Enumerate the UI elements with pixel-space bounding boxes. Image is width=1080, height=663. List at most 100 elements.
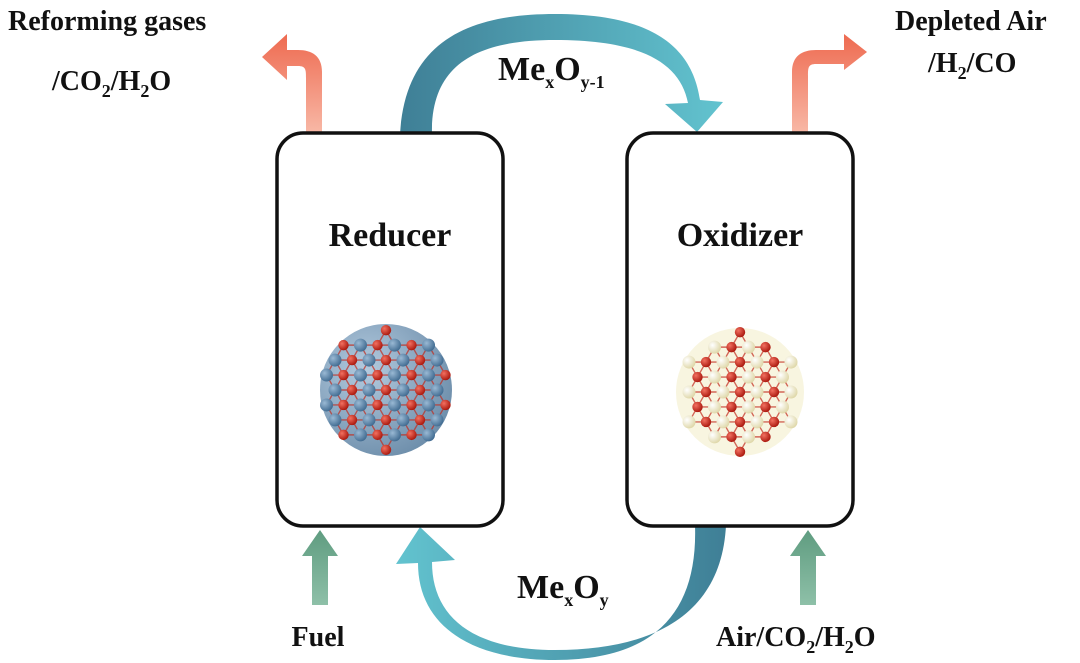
reducer-metal-atom [354,428,367,442]
oxidizer-metal-atom [750,385,764,399]
reducer-metal-atom [362,353,376,367]
reducer-metal-atom [354,368,367,382]
oxidizer-oxygen-atom [726,341,737,353]
reducer-metal-atom [362,413,376,427]
reducer-oxygen-atom [338,369,349,381]
oxidizer-oxygen-atom [700,386,712,398]
oxidizer-metal-atom [784,355,798,369]
oxidizer-metal-atom [716,355,730,369]
reducer-metal-atom [320,368,333,382]
reducer-metal-atom [362,383,376,397]
reducer-oxygen-atom [406,399,417,411]
oxidizer-oxygen-atom [768,356,780,368]
reducer-oxygen-atom [380,324,392,336]
reducer-metal-atom [422,428,435,442]
oxidizer-metal-atom [708,400,721,414]
oxidizer-oxygen-atom [734,356,746,368]
oxidizer-metal-atom [742,340,755,354]
oxidizer-metal-atom [776,370,789,384]
oxidizer-oxygen-atom [768,386,780,398]
oxidizer-oxygen-atom [760,401,771,413]
oxidizer-oxygen-atom [726,371,737,383]
oxidizer-metal-atom [708,370,721,384]
reducer-oxygen-atom [372,399,383,411]
oxidizer-oxygen-atom [700,356,712,368]
reducer-metal-atom [430,413,444,427]
reducer-metal-atom [422,338,435,352]
bottom-loop-arrow [396,525,726,660]
oxidizer-metal-atom [750,355,764,369]
oxidizer-outlet-species: /H2/CO [927,48,1016,83]
reducer-outlet-arrow [262,34,322,133]
reducer-metal-atom [422,398,435,412]
reducer-oxygen-atom [380,414,392,426]
fuel-label: Fuel [292,622,345,653]
oxidizer-inlet-species: Air/CO2/H2O [716,622,876,657]
oxidizer-oxygen-atom [760,371,771,383]
reducer-metal-atom [396,413,410,427]
reducer-metal-atom [354,338,367,352]
oxidizer-metal-atom [708,430,721,444]
oxidizer-oxygen-atom [734,326,746,338]
oxidizer-metal-atom [750,415,764,429]
reducer-oxygen-atom [414,384,426,396]
reducer-particle-cluster [320,324,452,456]
reducer-metal-atom [328,353,342,367]
fuel-inlet-arrow [302,530,338,605]
reducer-oxygen-atom [440,399,451,411]
oxidizer-metal-atom [742,370,755,384]
reducer-metal-atom [396,383,410,397]
oxidizer-metal-atom [784,385,798,399]
reducer-metal-atom [396,353,410,367]
oxidizer-metal-atom [742,430,755,444]
oxidizer-oxygen-atom [734,386,746,398]
reducer-metal-atom [388,368,401,382]
reducer-metal-atom [354,398,367,412]
reducer-label: Reducer [329,217,452,254]
oxidizer-oxygen-atom [692,401,703,413]
oxidizer-metal-atom [776,400,789,414]
oxidizer-metal-atom [716,415,730,429]
oxidizer-metal-atom [742,400,755,414]
reducer-oxygen-atom [372,429,383,441]
oxidizer-metal-atom [682,355,696,369]
reducer-oxygen-atom [338,429,349,441]
reducer-oxygen-atom [414,354,426,366]
oxidizer-oxygen-atom [726,431,737,443]
oxidizer-oxygen-atom [760,431,771,443]
reducer-metal-atom [320,398,333,412]
reducer-outlet-species: /CO2/H2O [51,66,171,101]
oxidizer-oxygen-atom [734,446,746,458]
reducer-metal-atom [388,428,401,442]
reducer-oxygen-atom [380,384,392,396]
top-loop-formula: MexOy-1 [498,51,605,92]
reducer-metal-atom [430,353,444,367]
oxidizer-oxygen-atom [726,401,737,413]
reducer-oxygen-atom [346,354,358,366]
reducer-oxygen-atom [406,339,417,351]
reducer-oxygen-atom [440,369,451,381]
reducer-oxygen-atom [346,414,358,426]
oxidizer-metal-atom [682,385,696,399]
reducer-oxygen-atom [406,369,417,381]
oxidizer-oxygen-atom [692,371,703,383]
reducer-metal-atom [328,413,342,427]
reducer-oxygen-atom [380,444,392,456]
oxidizer-metal-atom [682,415,696,429]
reducer-metal-atom [422,368,435,382]
oxidizer-outlet-arrow [792,34,867,133]
oxidizer-oxygen-atom [760,341,771,353]
air-inlet-arrow [790,530,826,605]
reducer-metal-atom [430,383,444,397]
reducer-oxygen-atom [372,339,383,351]
reducer-metal-atom [388,398,401,412]
reducer-outlet-label: Reforming gases [8,6,206,37]
bottom-loop-formula: MexOy [517,569,609,610]
oxidizer-oxygen-atom [734,416,746,428]
oxidizer-metal-atom [784,415,798,429]
reducer-oxygen-atom [380,354,392,366]
reducer-oxygen-atom [372,369,383,381]
oxidizer-oxygen-atom [700,416,712,428]
reducer-oxygen-atom [338,339,349,351]
